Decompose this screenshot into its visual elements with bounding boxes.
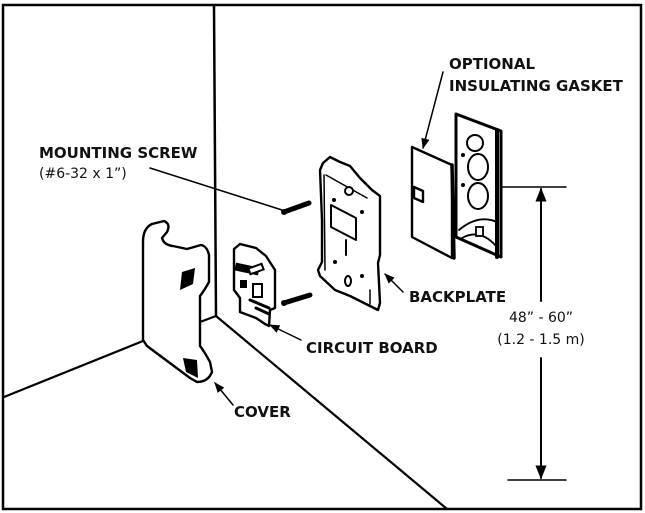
screw-leader-line: [149, 167, 283, 211]
wall-corner-line: [212, 4, 218, 318]
cover-vent-bottom-icon: [183, 358, 198, 378]
backplate: [316, 155, 382, 312]
optional-insulating-gasket: [410, 145, 456, 260]
cover-leader-line: [214, 382, 234, 406]
room-outline: [2, 4, 449, 511]
floor-left-line: [2, 339, 145, 399]
label-circuit-board: CIRCUIT BOARD: [306, 339, 438, 357]
label-backplate: BACKPLATE: [409, 288, 506, 306]
gasket-leader-line: [421, 71, 444, 150]
circuit-board-leader-line: [269, 324, 302, 341]
cover: [141, 219, 214, 384]
label-height-imperial: 48” - 60”: [509, 310, 573, 326]
label-height-metric: (1.2 - 1.5 m): [497, 332, 585, 348]
label-optional: OPTIONAL: [449, 55, 535, 73]
label-cover: COVER: [234, 403, 291, 421]
floor-right-line: [214, 314, 449, 511]
circuit-board: [232, 242, 277, 328]
mounting-screw-bottom-icon: [281, 292, 313, 306]
label-mounting-screw-spec: (#6-32 x 1”): [39, 166, 127, 182]
floor-corner-left: [198, 314, 218, 324]
height-dimension: [500, 186, 567, 481]
cover-vent-top-icon: [180, 268, 195, 290]
label-mounting-screw: MOUNTING SCREW: [39, 144, 198, 162]
electrical-box: [454, 112, 503, 259]
label-insulating-gasket: INSULATING GASKET: [449, 77, 624, 95]
backplate-leader-line: [384, 273, 404, 293]
